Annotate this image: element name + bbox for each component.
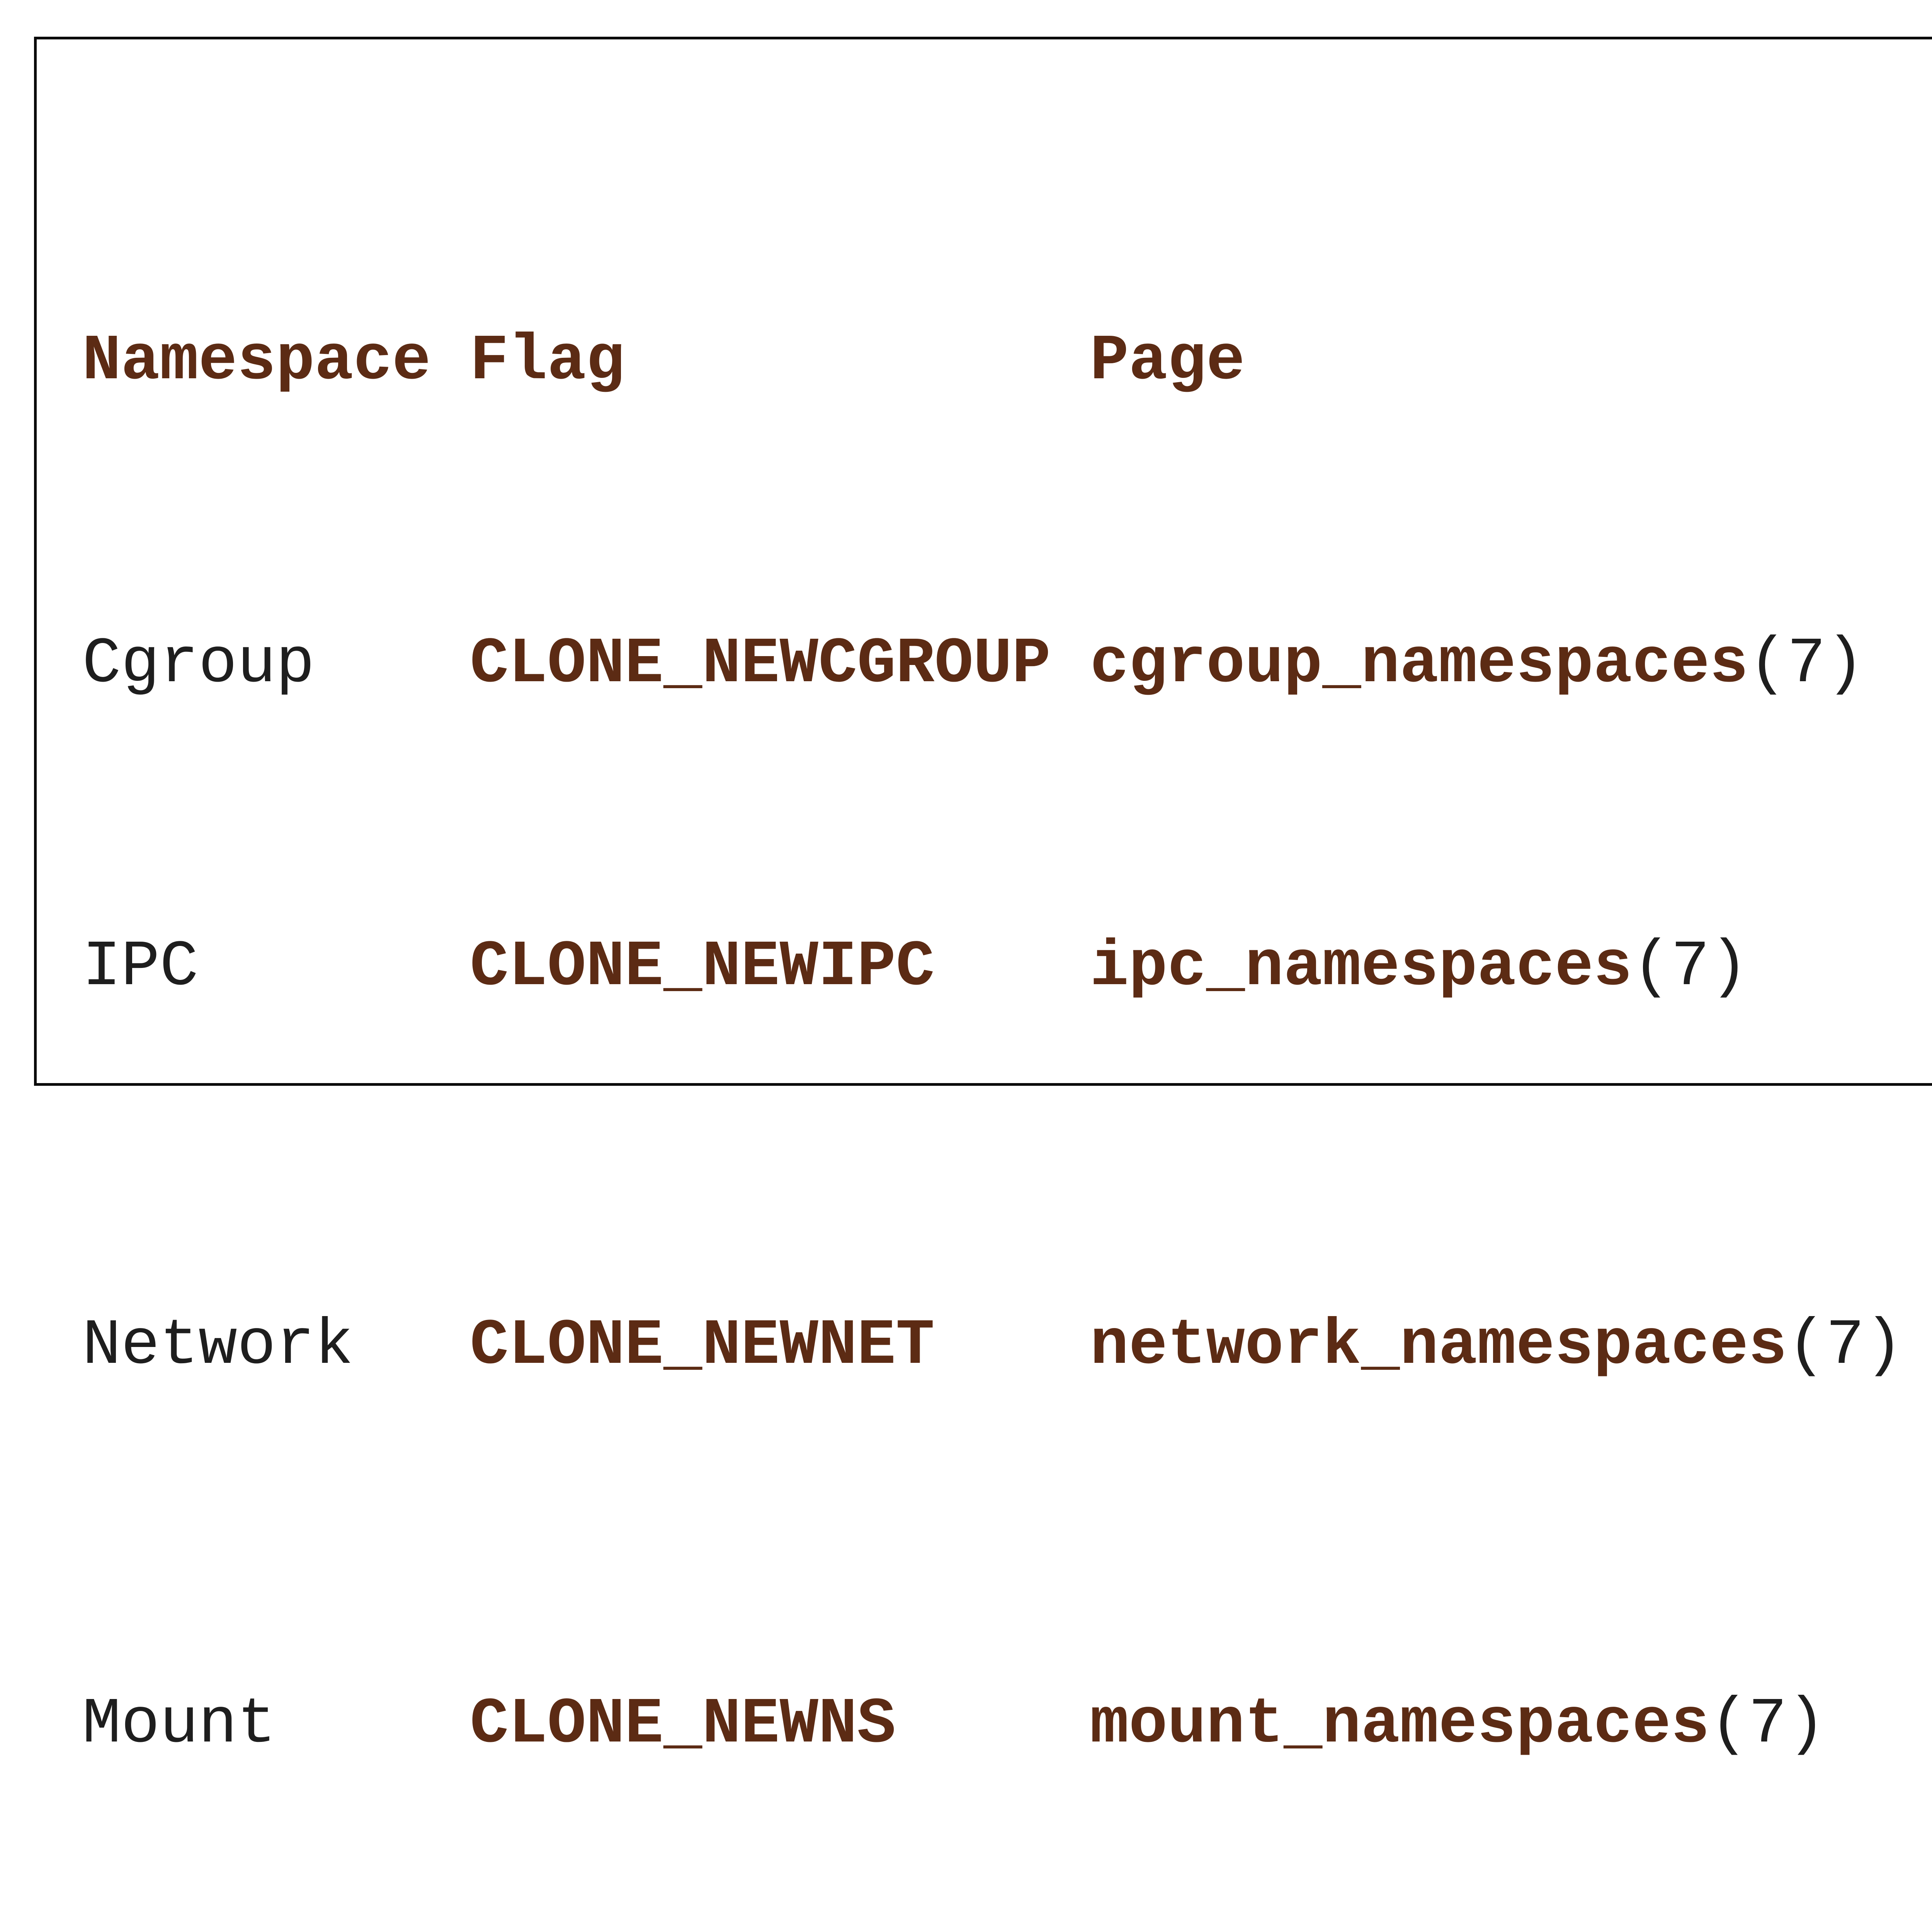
flag-cell: CLONE_NEWNS — [470, 1688, 896, 1761]
page-name: network_namespaces — [1090, 1310, 1787, 1383]
table-row-network: Network CLONE_NEWNET network_namespaces(… — [82, 1308, 1932, 1460]
page-cell: network_namespaces(7) — [1090, 1308, 1932, 1384]
namespace-cell: Network — [82, 1310, 354, 1383]
page-name: mount_namespaces — [1090, 1688, 1710, 1761]
page-cell: mount_namespaces(7) — [1090, 1687, 1932, 1763]
table-row-mount: Mount CLONE_NEWNS mount_namespaces(7) Mo… — [82, 1687, 1932, 1763]
table-row-cgroup: Cgroup CLONE_NEWCGROUP cgroup_namespaces… — [82, 627, 1932, 702]
page-cell: ipc_namespaces(7) — [1090, 930, 1932, 1005]
namespace-cell: Mount — [82, 1688, 276, 1761]
page-name: cgroup_namespaces — [1090, 628, 1748, 701]
namespaces-table-frame: Namespace Flag Page Isolates Cgroup CLON… — [34, 37, 1932, 1761]
table-row-ipc: IPC CLONE_NEWIPC ipc_namespaces(7) Syste… — [82, 930, 1932, 1081]
header-page: Page — [1090, 325, 1245, 398]
namespace-cell: IPC — [82, 931, 199, 1004]
namespace-cell: Cgroup — [82, 628, 315, 701]
page-section: (7) — [1748, 628, 1865, 701]
table-header-row: Namespace Flag Page Isolates — [82, 324, 1932, 400]
namespaces-table: Namespace Flag Page Isolates Cgroup CLON… — [37, 39, 1932, 1932]
page-section: (7) — [1632, 931, 1748, 1004]
flag-cell: CLONE_NEWNET — [470, 1310, 935, 1383]
flag-cell: CLONE_NEWCGROUP — [470, 628, 1051, 701]
page-section: (7) — [1787, 1310, 1903, 1383]
page-name: ipc_namespaces — [1090, 931, 1633, 1004]
header-namespace: Namespace — [82, 325, 431, 398]
page-section: (7) — [1709, 1688, 1826, 1761]
header-flag: Flag — [470, 325, 625, 398]
page-cell: cgroup_namespaces(7) — [1090, 627, 1932, 702]
flag-cell: CLONE_NEWIPC — [470, 931, 935, 1004]
